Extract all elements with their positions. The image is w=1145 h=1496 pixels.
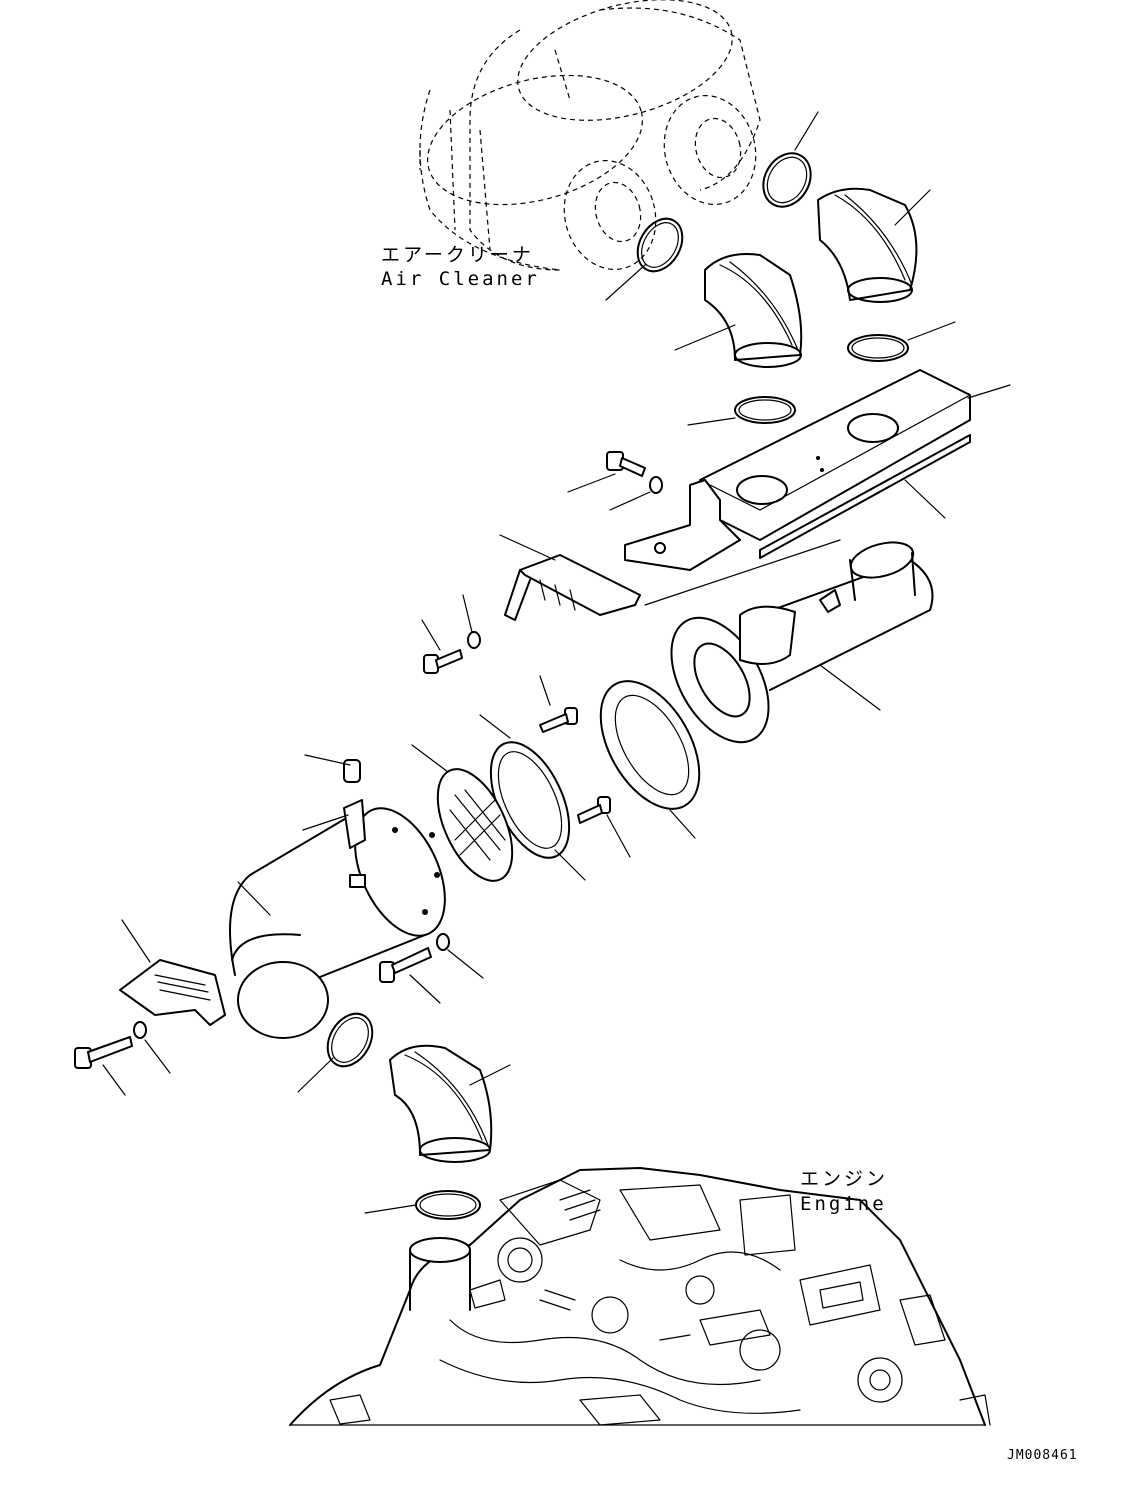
clamp-upper-right xyxy=(762,111,819,208)
bolt-upper xyxy=(567,451,646,493)
lower-pipe xyxy=(229,807,446,1039)
drawing-code: JM008461 xyxy=(1007,1448,1078,1463)
screen-plate xyxy=(411,744,514,882)
elbow-lower xyxy=(389,1044,511,1163)
washer-upper xyxy=(609,476,663,511)
engine-outline xyxy=(289,1167,991,1426)
upper-duct xyxy=(699,369,1011,559)
clamp-lower-2 xyxy=(364,1190,481,1220)
elbow-upper-left xyxy=(674,253,803,368)
lower-bracket xyxy=(119,919,226,1026)
support-bracket xyxy=(499,534,841,621)
air-cleaner-outline xyxy=(419,0,761,271)
washer-lower-mid xyxy=(436,933,484,979)
clamp-upper-left-2 xyxy=(687,396,796,426)
bolt-flange-2 xyxy=(577,796,631,858)
engine-label-jp: エンジン xyxy=(800,1168,889,1190)
duct-bracket xyxy=(624,479,741,571)
clamp-upper-right-2 xyxy=(847,321,956,362)
air-cleaner-label-jp: エアークリーナ xyxy=(381,244,534,266)
sensor xyxy=(302,754,366,888)
middle-pipe xyxy=(670,541,934,744)
bolt-mid xyxy=(421,619,463,674)
bolt-lower-left xyxy=(74,1036,133,1096)
gasket-right xyxy=(599,680,701,839)
elbow-upper-right xyxy=(817,187,931,303)
washer-lower-left xyxy=(133,1021,171,1074)
washer-mid xyxy=(462,594,481,649)
clamp-upper-left xyxy=(605,217,684,301)
engine-label-en: Engine xyxy=(800,1193,887,1215)
bolt-flange-1 xyxy=(539,675,578,733)
clamp-lower xyxy=(297,1012,374,1093)
air-cleaner-label-en: Air Cleaner xyxy=(381,268,540,290)
bolt-lower-mid xyxy=(379,947,441,1004)
